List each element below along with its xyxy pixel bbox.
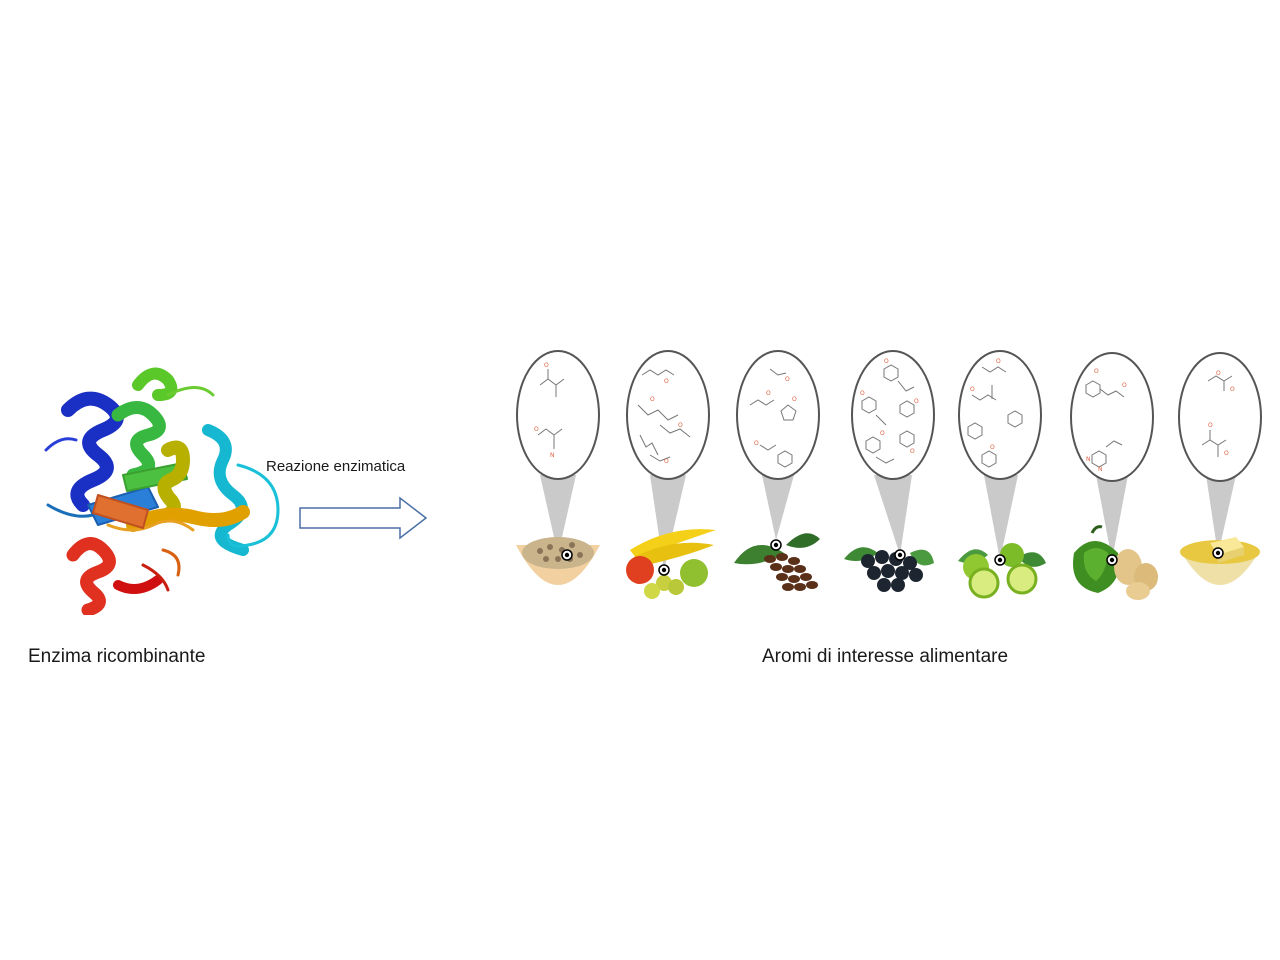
svg-text:O: O: [754, 440, 759, 447]
svg-text:O: O: [1122, 382, 1127, 389]
svg-text:O: O: [678, 422, 683, 429]
svg-text:N: N: [1086, 456, 1091, 463]
enzyme-label: Enzima ricombinante: [28, 646, 206, 667]
svg-text:O: O: [534, 426, 539, 433]
reaction-arrow-icon: [299, 496, 428, 540]
blueberries-icon: [844, 547, 934, 592]
aroma-item-6: O O NN: [1070, 352, 1158, 600]
oats-icon: [516, 537, 600, 585]
aromas-label: Aromi di interesse alimentare: [762, 646, 1009, 667]
svg-text:O: O: [785, 376, 790, 383]
svg-text:O: O: [766, 390, 771, 397]
banana-fruit-icon: [626, 529, 716, 599]
svg-text:O: O: [914, 398, 919, 405]
svg-text:O: O: [544, 362, 549, 369]
svg-text:N: N: [550, 452, 555, 459]
aroma-item-3: O O O O: [734, 350, 820, 591]
svg-text:O: O: [910, 448, 915, 455]
svg-text:O: O: [650, 396, 655, 403]
svg-text:O: O: [664, 458, 669, 465]
svg-text:O: O: [792, 396, 797, 403]
svg-text:O: O: [1230, 386, 1235, 393]
svg-text:N: N: [1098, 466, 1103, 473]
svg-text:O: O: [1216, 370, 1221, 377]
svg-text:O: O: [884, 358, 889, 365]
svg-text:O: O: [1094, 368, 1099, 375]
svg-text:O: O: [990, 444, 995, 451]
svg-text:O: O: [970, 386, 975, 393]
protein-structure-image: [44, 367, 280, 615]
svg-text:O: O: [860, 390, 865, 397]
lime-icon: [958, 543, 1046, 599]
svg-text:O: O: [1224, 450, 1229, 457]
svg-text:O: O: [1208, 422, 1213, 429]
svg-text:O: O: [996, 358, 1001, 365]
aroma-item-2: O O O O: [626, 350, 716, 599]
aroma-item-1: O O N: [516, 350, 600, 585]
aroma-item-5: O O O: [958, 350, 1046, 599]
svg-text:O: O: [880, 430, 885, 437]
bell-pepper-potato-icon: [1073, 525, 1158, 600]
coffee-beans-icon: [734, 533, 820, 591]
aroma-item-4: O O O O O: [844, 350, 935, 592]
svg-text:O: O: [664, 378, 669, 385]
reaction-label: Reazione enzimatica: [266, 458, 406, 475]
butter-icon: [1180, 537, 1260, 585]
aroma-item-7: O O O O: [1178, 352, 1262, 585]
